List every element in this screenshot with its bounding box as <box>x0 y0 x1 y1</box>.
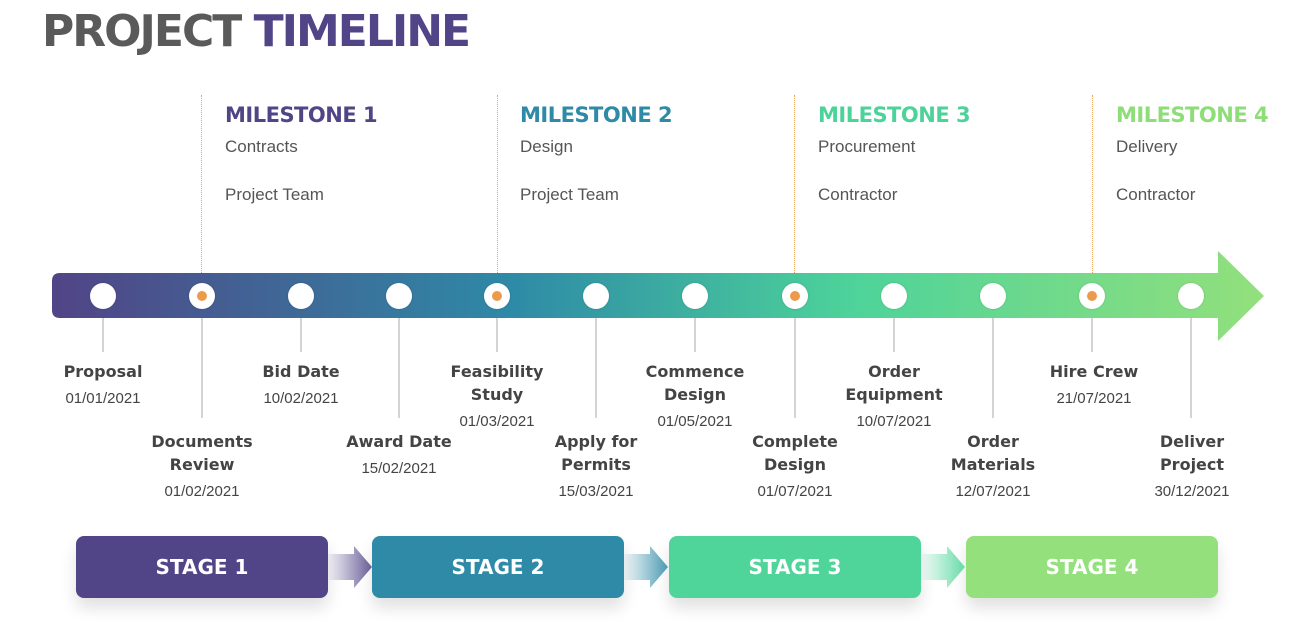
event-date: 12/07/2021 <box>955 483 1031 500</box>
milestone-3-phase: Procurement <box>818 137 916 156</box>
milestone-3: MILESTONE 3 Procurement Contractor <box>818 102 971 205</box>
timeline-node <box>881 283 907 309</box>
event-stem <box>102 318 104 352</box>
milestone-4: MILESTONE 4 Delivery Contractor <box>1116 102 1269 205</box>
event-stem <box>496 318 498 352</box>
timeline-node-milestone-1 <box>189 283 215 309</box>
event-date: 10/07/2021 <box>856 413 932 430</box>
milestone-2-phase: Design <box>520 137 573 156</box>
milestone-2: MILESTONE 2 Design Project Team <box>520 102 673 205</box>
milestone-1-guide-line <box>201 95 202 295</box>
event-stem <box>893 318 895 352</box>
milestone-1-phase: Contracts <box>225 137 298 156</box>
event-date: 01/01/2021 <box>65 390 141 407</box>
event-title: Apply for Permits <box>554 432 638 474</box>
event-stem <box>992 318 994 418</box>
event-title: Documents Review <box>151 432 253 474</box>
milestone-4-owner: Contractor <box>1116 185 1196 204</box>
timeline-node <box>583 283 609 309</box>
milestone-3-owner: Contractor <box>818 185 898 204</box>
event-complete-design: Complete Design 01/07/2021 <box>715 430 875 501</box>
timeline-node-milestone-2 <box>484 283 510 309</box>
timeline-node <box>980 283 1006 309</box>
milestone-marker-dot <box>790 291 800 301</box>
stage-label: STAGE 1 <box>155 555 249 579</box>
event-stem <box>398 318 400 418</box>
event-date: 15/03/2021 <box>558 483 634 500</box>
event-stem <box>201 318 203 418</box>
event-apply-for-permits: Apply for Permits 15/03/2021 <box>516 430 676 501</box>
event-commence-design: Commence Design 01/05/2021 <box>615 360 775 431</box>
milestone-4-title: MILESTONE 4 <box>1116 103 1269 127</box>
event-title: Complete Design <box>752 432 838 474</box>
event-stem <box>1091 318 1093 352</box>
event-documents-review: Documents Review 01/02/2021 <box>122 430 282 501</box>
stage-connector-arrow-icon <box>921 546 965 588</box>
timeline-node <box>288 283 314 309</box>
stage-2-box: STAGE 2 <box>372 536 624 598</box>
event-stem <box>1190 318 1192 418</box>
event-date: 30/12/2021 <box>1154 483 1230 500</box>
milestone-3-title: MILESTONE 3 <box>818 103 971 127</box>
event-hire-crew: Hire Crew 21/07/2021 <box>1014 360 1174 408</box>
stage-3-box: STAGE 3 <box>669 536 921 598</box>
event-date: 01/02/2021 <box>164 483 240 500</box>
event-title: Bid Date <box>262 362 340 381</box>
stage-connector-arrow-icon <box>328 546 372 588</box>
milestone-1-owner: Project Team <box>225 185 324 204</box>
event-stem <box>694 318 696 352</box>
event-proposal: Proposal 01/01/2021 <box>23 360 183 408</box>
timeline-node <box>90 283 116 309</box>
milestone-marker-dot <box>197 291 207 301</box>
event-order-equipment: Order Equipment 10/07/2021 <box>814 360 974 431</box>
event-title: Deliver Project <box>1159 432 1225 474</box>
stage-4-box: STAGE 4 <box>966 536 1218 598</box>
event-date: 21/07/2021 <box>1056 390 1132 407</box>
event-date: 01/03/2021 <box>459 413 535 430</box>
timeline-node-milestone-4 <box>1079 283 1105 309</box>
event-deliver-project: Deliver Project 30/12/2021 <box>1112 430 1272 501</box>
event-title: Order Equipment <box>845 362 943 404</box>
milestone-1: MILESTONE 1 Contracts Project Team <box>225 102 378 205</box>
event-award-date: Award Date 15/02/2021 <box>319 430 479 478</box>
event-title: Award Date <box>346 432 452 451</box>
event-date: 10/02/2021 <box>263 390 339 407</box>
event-bid-date: Bid Date 10/02/2021 <box>221 360 381 408</box>
event-stem <box>300 318 302 352</box>
event-stem <box>595 318 597 418</box>
event-stem <box>794 318 796 418</box>
milestone-marker-dot <box>492 291 502 301</box>
stage-1-box: STAGE 1 <box>76 536 328 598</box>
stage-label: STAGE 2 <box>451 555 545 579</box>
milestone-3-guide-line <box>794 95 795 295</box>
timeline-node <box>1178 283 1204 309</box>
milestone-4-guide-line <box>1092 95 1093 295</box>
event-title: Hire Crew <box>1049 362 1139 381</box>
event-title: Proposal <box>63 362 143 381</box>
milestone-1-title: MILESTONE 1 <box>225 103 378 127</box>
title-word-timeline: TIMELINE <box>253 6 472 57</box>
page-title: PROJECT TIMELINE <box>42 6 472 58</box>
event-feasibility-study: Feasibility Study 01/03/2021 <box>417 360 577 431</box>
milestone-4-phase: Delivery <box>1116 137 1178 156</box>
timeline-node <box>682 283 708 309</box>
event-date: 01/05/2021 <box>657 413 733 430</box>
stage-label: STAGE 3 <box>748 555 842 579</box>
event-title: Feasibility Study <box>450 362 544 404</box>
stage-label: STAGE 4 <box>1045 555 1139 579</box>
milestone-2-guide-line <box>497 95 498 295</box>
title-word-project: PROJECT <box>42 6 242 57</box>
timeline-node-milestone-3 <box>782 283 808 309</box>
milestone-2-title: MILESTONE 2 <box>520 103 673 127</box>
event-date: 01/07/2021 <box>757 483 833 500</box>
event-date: 15/02/2021 <box>361 460 437 477</box>
stage-connector-arrow-icon <box>624 546 668 588</box>
event-order-materials: Order Materials 12/07/2021 <box>913 430 1073 501</box>
event-title: Commence Design <box>645 362 745 404</box>
milestone-2-owner: Project Team <box>520 185 619 204</box>
milestone-marker-dot <box>1087 291 1097 301</box>
event-title: Order Materials <box>950 432 1036 474</box>
timeline-node <box>386 283 412 309</box>
